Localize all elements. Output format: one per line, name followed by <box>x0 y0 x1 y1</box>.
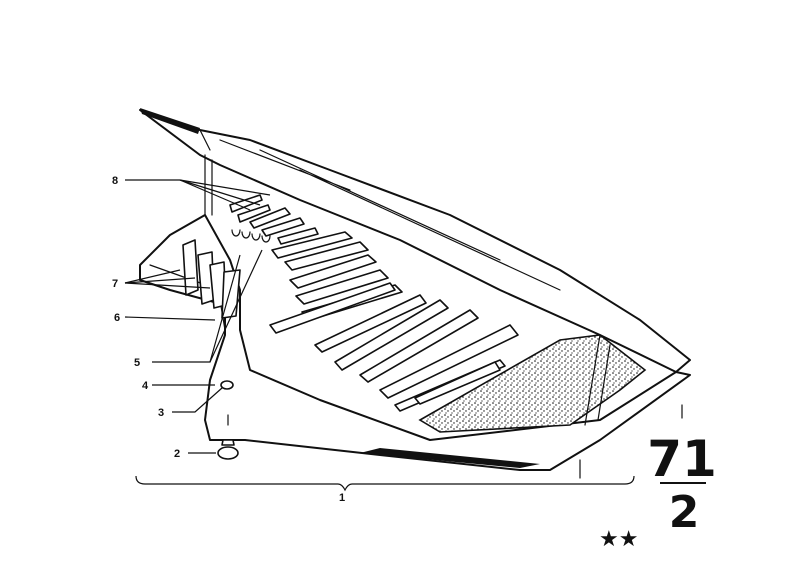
tools <box>182 194 683 479</box>
tool-tray <box>139 108 691 471</box>
callout-3: 3 <box>158 407 164 419</box>
callout-2: 2 <box>174 448 180 460</box>
callout-1: 1 <box>339 492 345 504</box>
rating-stars: ★★ <box>599 527 638 552</box>
callout-labels: 8 7 6 5 4 3 2 1 <box>112 175 345 504</box>
callout-5: 5 <box>134 357 140 369</box>
callout-8: 8 <box>112 175 118 187</box>
group-code-sub: 2 <box>669 487 700 538</box>
stippled-compartment <box>418 334 647 433</box>
leader-lines <box>124 179 635 492</box>
callout-6: 6 <box>114 312 120 324</box>
callout-4: 4 <box>142 380 149 392</box>
group-code: 71 2 <box>647 430 717 538</box>
callout-7: 7 <box>112 278 118 290</box>
group-code-main: 71 <box>647 430 717 488</box>
